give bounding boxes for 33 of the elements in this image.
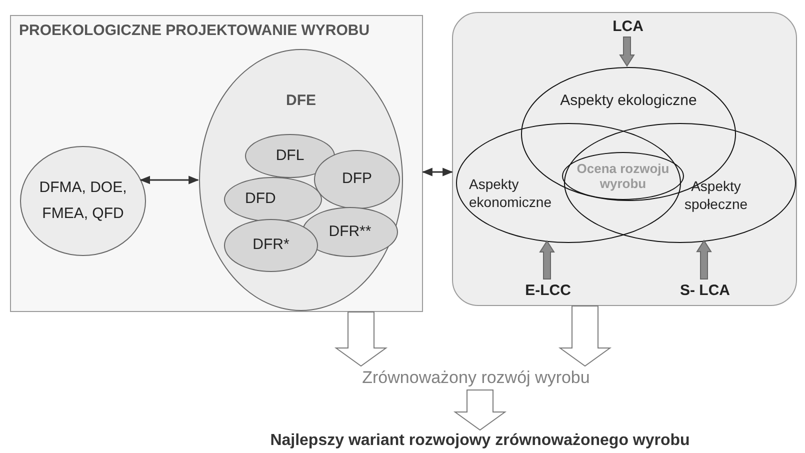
node-label: DFP [342,169,372,190]
method-ellipse [224,219,318,272]
node-label: Aspekty społeczne [683,177,749,213]
group-panel [10,15,423,312]
node-label: DFE [286,91,316,111]
node-label: DFD [245,189,276,210]
node-label: DFR** [328,222,372,242]
block-arrow [558,306,612,367]
venn-ellipse [562,152,684,200]
block-arrow [334,312,388,367]
node-label: LCA [612,16,644,37]
venn-ellipse [564,123,796,243]
node-label: DFR* [252,235,290,256]
method-ellipse [314,150,400,209]
venn-ellipse [456,123,681,243]
block-arrow [539,240,555,280]
node-label: PROEKOLOGICZNE PROJEKTOWANIE WYROBU [19,21,370,41]
node-label: Aspekty ekologiczne [560,91,697,111]
node-label: Najlepszy wariant rozwojowy zrównoważonego wyrobu [270,431,690,451]
double-arrow [140,176,200,184]
block-arrow [619,36,635,67]
node-label: DFMA, DOE, FMEA, QFD [38,178,128,224]
double-arrow [422,168,454,176]
node-label: Ocena rozwoju wyrobu [576,161,670,191]
node-label: Aspekty ekonomiczne [469,175,552,211]
block-arrow [453,390,507,431]
node-label: DFL [276,146,304,166]
block-arrow [696,240,712,280]
method-ellipse [302,207,398,257]
node-label: E-LCC [525,280,571,301]
assessment-panel [452,12,797,306]
node-label: Zrównoważony rozwój wyrobu [362,367,590,390]
node-label: S- LCA [680,280,730,301]
